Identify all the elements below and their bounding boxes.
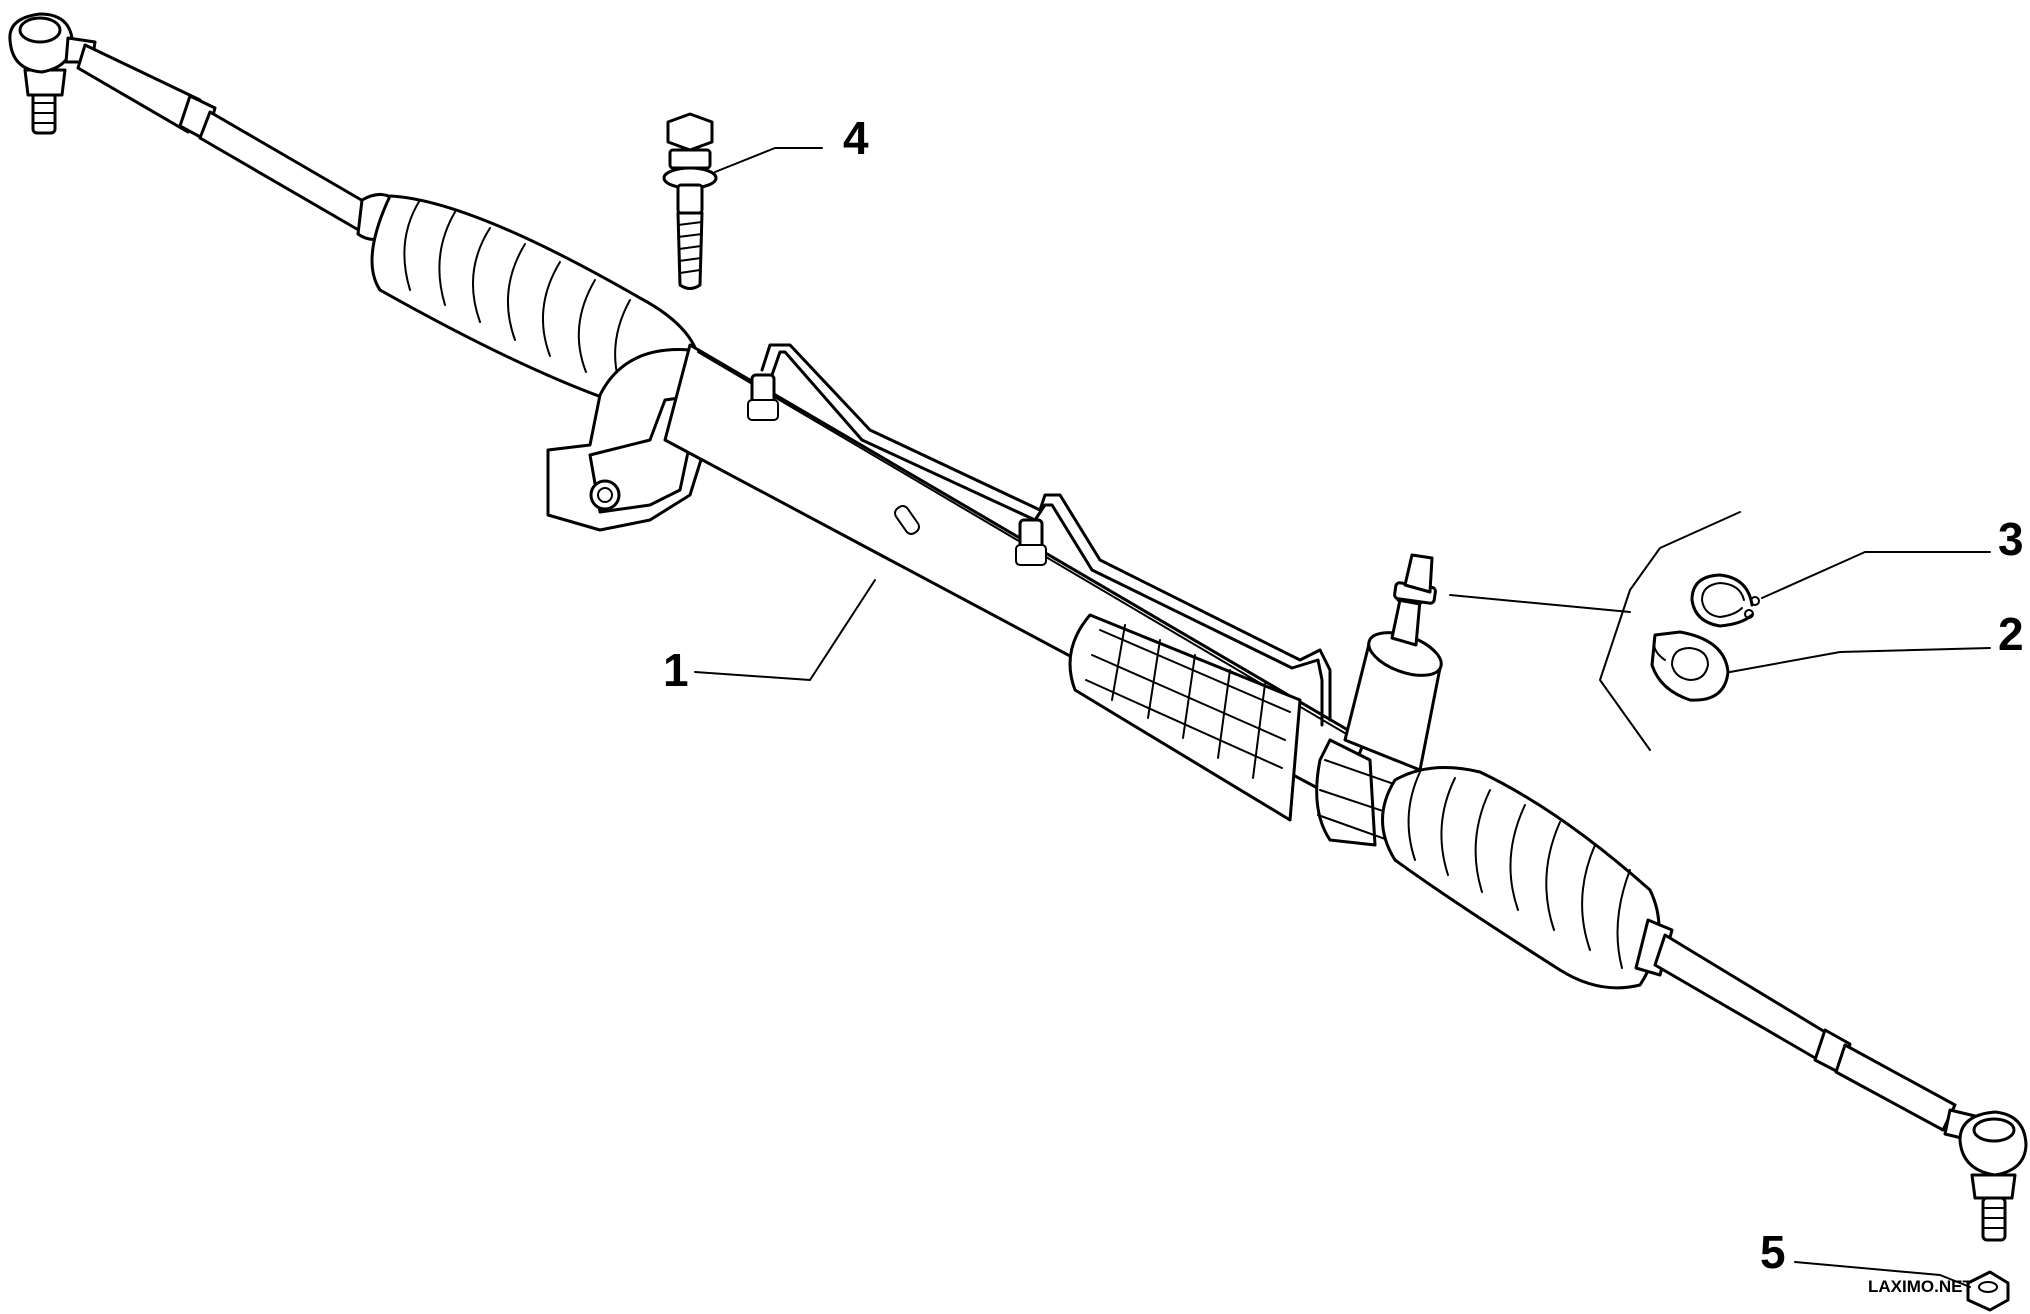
- left-tie-rod[interactable]: [76, 43, 372, 234]
- hydraulic-lines[interactable]: [747, 343, 1332, 727]
- callout-1[interactable]: 1: [663, 644, 689, 696]
- callout-3[interactable]: 3: [1998, 513, 2024, 565]
- part-2-seal[interactable]: [1650, 630, 1730, 702]
- watermark: LAXIMO.NET: [1868, 1277, 1973, 1296]
- leader-lines: [694, 147, 1991, 1288]
- reinforced-section[interactable]: [1068, 613, 1302, 822]
- right-bellows-boot[interactable]: [1381, 766, 1674, 990]
- part-5-nut[interactable]: [1966, 1270, 2010, 1312]
- right-tie-rod[interactable]: [1653, 933, 1957, 1132]
- pinion-valve-housing[interactable]: [1315, 553, 1447, 856]
- part-4-bolt[interactable]: [662, 112, 718, 290]
- callout-2[interactable]: 2: [1998, 608, 2024, 660]
- callout-4[interactable]: 4: [843, 112, 869, 164]
- right-tie-rod-end[interactable]: [1943, 1108, 2028, 1242]
- part-3-circlip[interactable]: [1690, 573, 1760, 628]
- callout-5[interactable]: 5: [1760, 1226, 1786, 1278]
- left-tie-rod-end[interactable]: [8, 12, 97, 135]
- explode-bracket: [1449, 511, 1741, 751]
